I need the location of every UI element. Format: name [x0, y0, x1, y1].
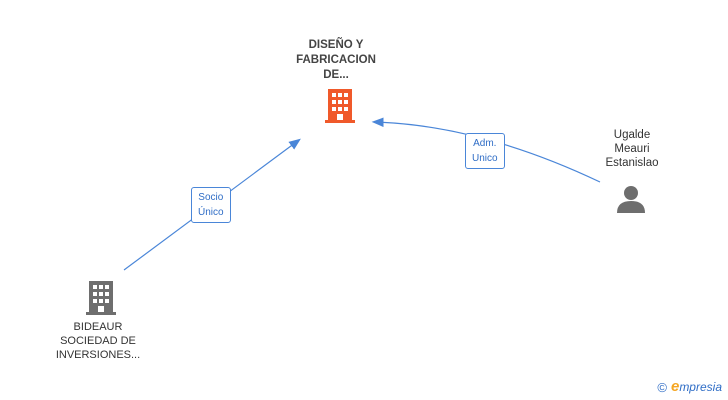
building-icon[interactable]	[325, 89, 355, 123]
label-line: INVERSIONES...	[55, 349, 141, 361]
brand-logo: empresia	[671, 378, 722, 396]
label-line: DE...	[323, 69, 349, 81]
badge-line: Socio	[198, 192, 224, 203]
person-label[interactable]: Ugalde Meauri Estanislao	[584, 128, 680, 170]
badge-line: Adm.	[473, 138, 497, 149]
label-line: Estanislao	[605, 157, 659, 169]
building-icon[interactable]	[86, 281, 116, 315]
brand-logo-e: e	[670, 378, 680, 395]
label-line: DISEÑO Y	[308, 39, 364, 51]
shareholder-company-label[interactable]: BIDEAUR SOCIEDAD DE INVERSIONES...	[42, 320, 154, 362]
edge-label-socio-unico: Socio Único	[191, 187, 231, 223]
label-line: Ugalde	[613, 129, 651, 141]
brand-logo-text: mpresia	[679, 380, 722, 394]
label-line: FABRICACION	[296, 54, 376, 66]
label-line: BIDEAUR	[73, 321, 123, 333]
badge-line: Unico	[472, 153, 498, 164]
footer-brand[interactable]: © empresia	[657, 378, 722, 396]
badge-line: Único	[198, 207, 224, 218]
main-company-label[interactable]: DISEÑO Y FABRICACION DE...	[280, 38, 392, 83]
label-line: SOCIEDAD DE	[60, 335, 136, 347]
edge-label-adm-unico: Adm. Unico	[465, 133, 505, 169]
person-icon[interactable]	[617, 186, 645, 213]
label-line: Meauri	[614, 143, 650, 155]
copyright-icon: ©	[657, 379, 667, 395]
